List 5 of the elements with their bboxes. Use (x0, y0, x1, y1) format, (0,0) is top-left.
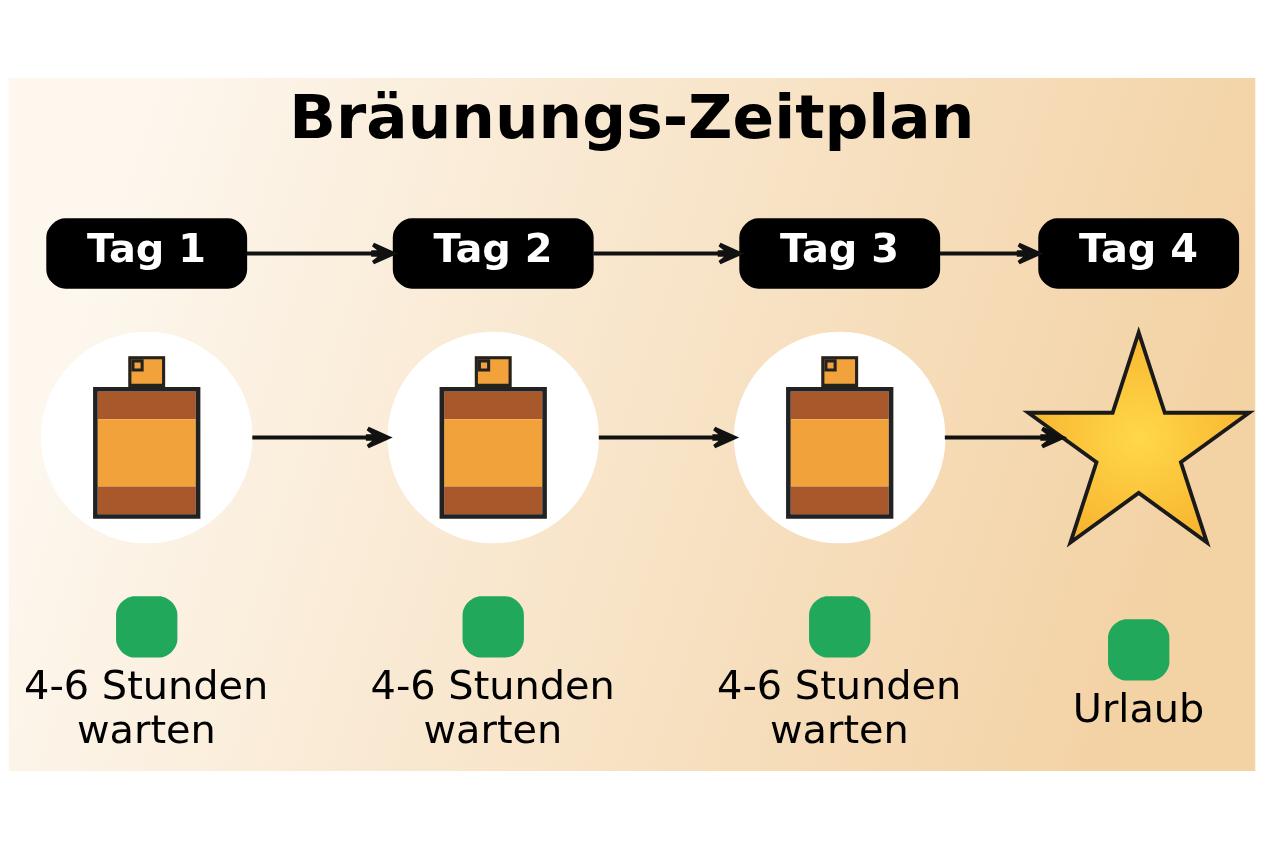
node-label: 4-6 Stunden warten (717, 661, 962, 752)
node-label: 4-6 Stunden warten (24, 661, 269, 752)
node-label: Urlaub (1072, 684, 1205, 731)
node-label: 4-6 Stunden warten (370, 661, 615, 752)
diagram-title: Bräunungs-Zeitplan (289, 80, 975, 152)
